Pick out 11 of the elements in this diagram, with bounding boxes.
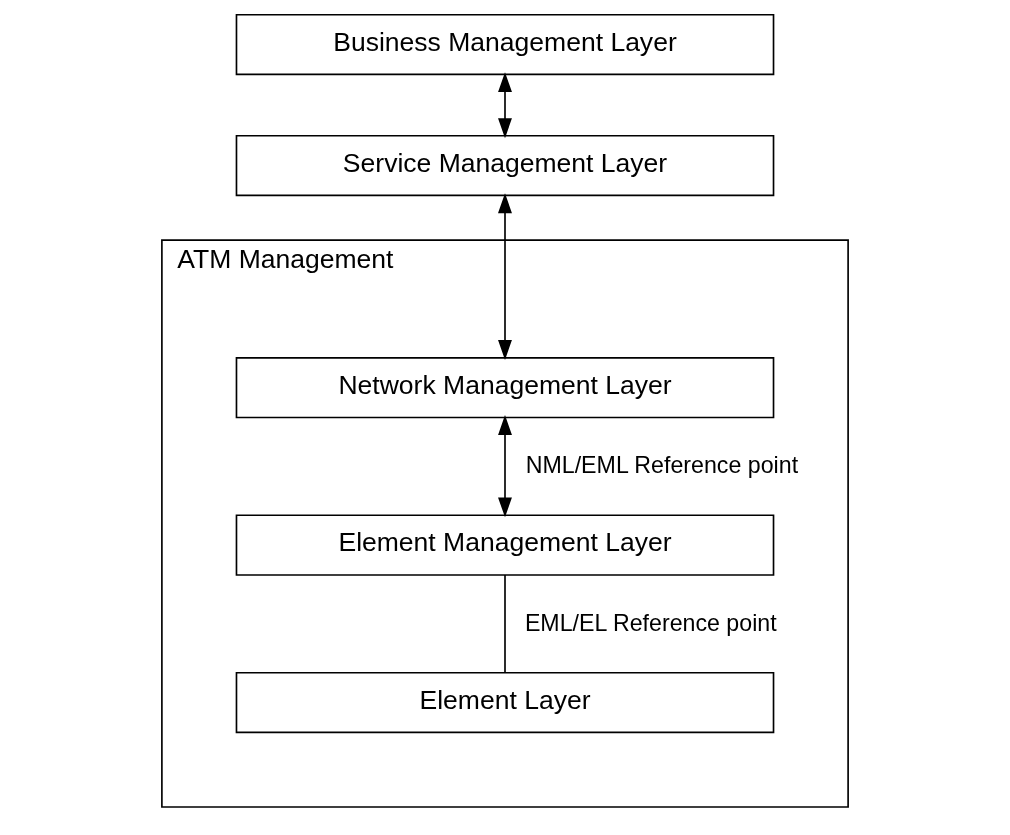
node-box: Element Layer (235, 671, 775, 734)
arrow (498, 193, 512, 360)
node-box: Service Management Layer (235, 134, 775, 197)
arrow (498, 72, 512, 139)
node-box: Business Management Layer (235, 13, 775, 76)
edge-label: NML/EML Reference point (525, 452, 799, 479)
node-box: Network Management Layer (235, 357, 775, 419)
edge-label: EML/EL Reference point (524, 609, 777, 636)
node-box: Element Management Layer (235, 514, 775, 576)
arrow (498, 415, 512, 518)
connector (504, 574, 506, 674)
